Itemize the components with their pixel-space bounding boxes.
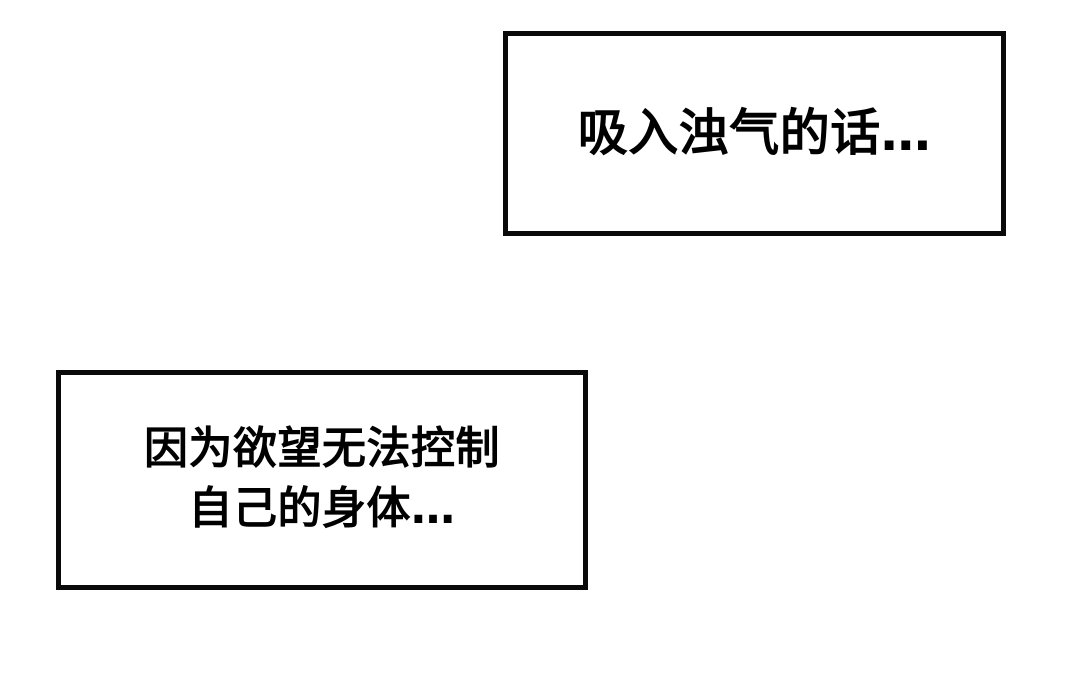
speech-box-1: 吸入浊气的话… (503, 31, 1006, 236)
speech-box-2-text: 因为欲望无法控制 自己的身体… (144, 423, 500, 534)
speech-box-2: 因为欲望无法控制 自己的身体… (56, 370, 588, 590)
speech-box-1-text: 吸入浊气的话… (577, 103, 932, 162)
